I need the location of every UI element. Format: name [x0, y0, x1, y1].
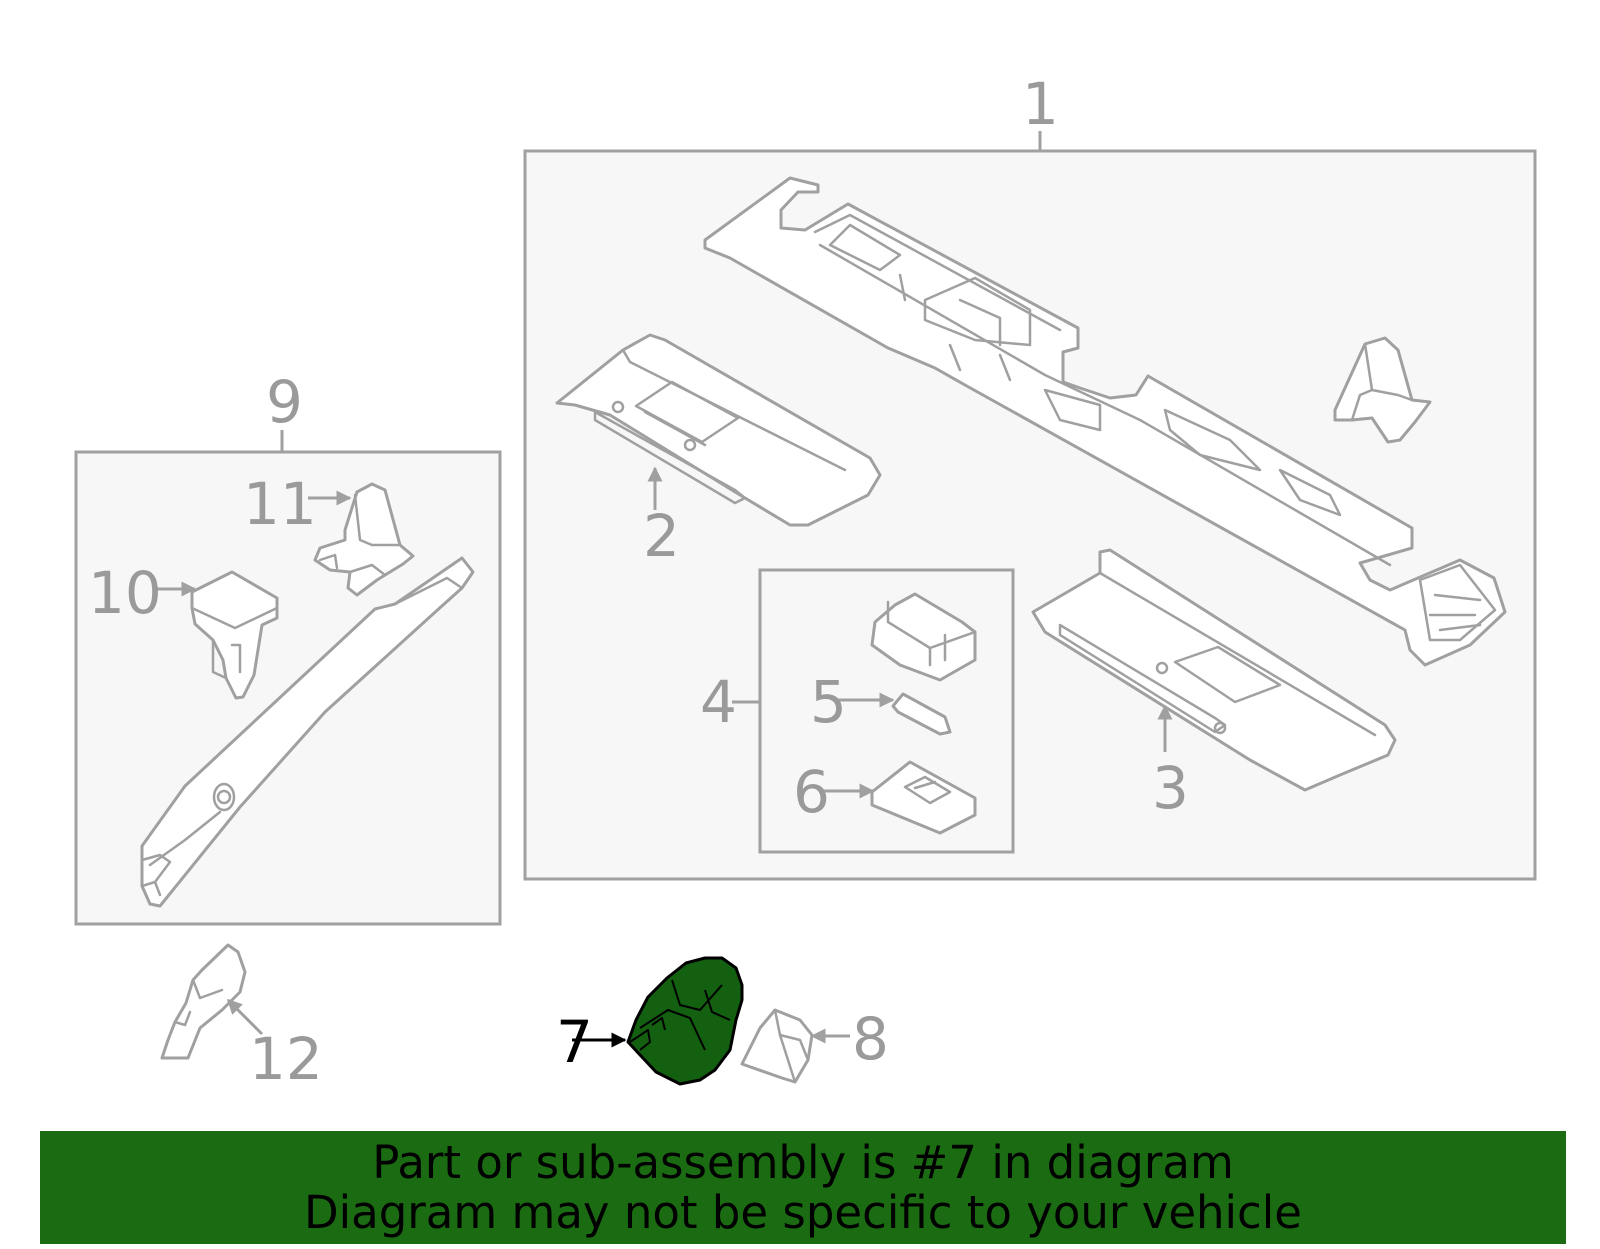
assembly-9-group: 9 10 11: [74, 368, 502, 926]
highlighted-part-7[interactable]: [572, 956, 744, 1086]
banner-line-1: Part or sub-assembly is #7 in diagram: [372, 1135, 1234, 1189]
callout-12[interactable]: 12: [249, 1025, 323, 1093]
lens-part[interactable]: [822, 760, 977, 835]
sunvisor-right-part[interactable]: [1031, 548, 1397, 792]
part-7-shape[interactable]: [626, 956, 744, 1086]
retainer-10-part[interactable]: [156, 570, 279, 700]
pillar-trim-part[interactable]: [140, 556, 475, 908]
callout-1[interactable]: 1: [1022, 70, 1059, 138]
lamp-housing-part[interactable]: [870, 592, 977, 682]
assembly-1-group: 1: [523, 70, 1537, 881]
callout-7[interactable]: 7: [556, 1008, 593, 1076]
banner-line-2: Diagram may not be specific to your vehi…: [304, 1185, 1302, 1239]
callout-8[interactable]: 8: [852, 1005, 889, 1073]
retainer-clip-part[interactable]: [1333, 336, 1432, 444]
callout-9[interactable]: 9: [266, 368, 303, 436]
callout-11[interactable]: 11: [243, 470, 317, 538]
trim-piece-12-part[interactable]: [160, 943, 264, 1060]
callout-4[interactable]: 4: [700, 668, 737, 736]
sunvisor-left-part[interactable]: [555, 333, 882, 527]
info-banner: Part or sub-assembly is #7 in diagram Di…: [40, 1131, 1566, 1244]
callout-5[interactable]: 5: [810, 668, 847, 736]
callout-6[interactable]: 6: [793, 758, 830, 826]
clip-11-part[interactable]: [308, 482, 415, 597]
callout-2[interactable]: 2: [643, 502, 680, 570]
bulb-part[interactable]: [838, 692, 952, 736]
header-rail-part[interactable]: [703, 176, 1507, 667]
callout-3[interactable]: 3: [1152, 754, 1189, 822]
part-8[interactable]: [740, 1008, 850, 1084]
callout-10[interactable]: 10: [88, 559, 162, 627]
